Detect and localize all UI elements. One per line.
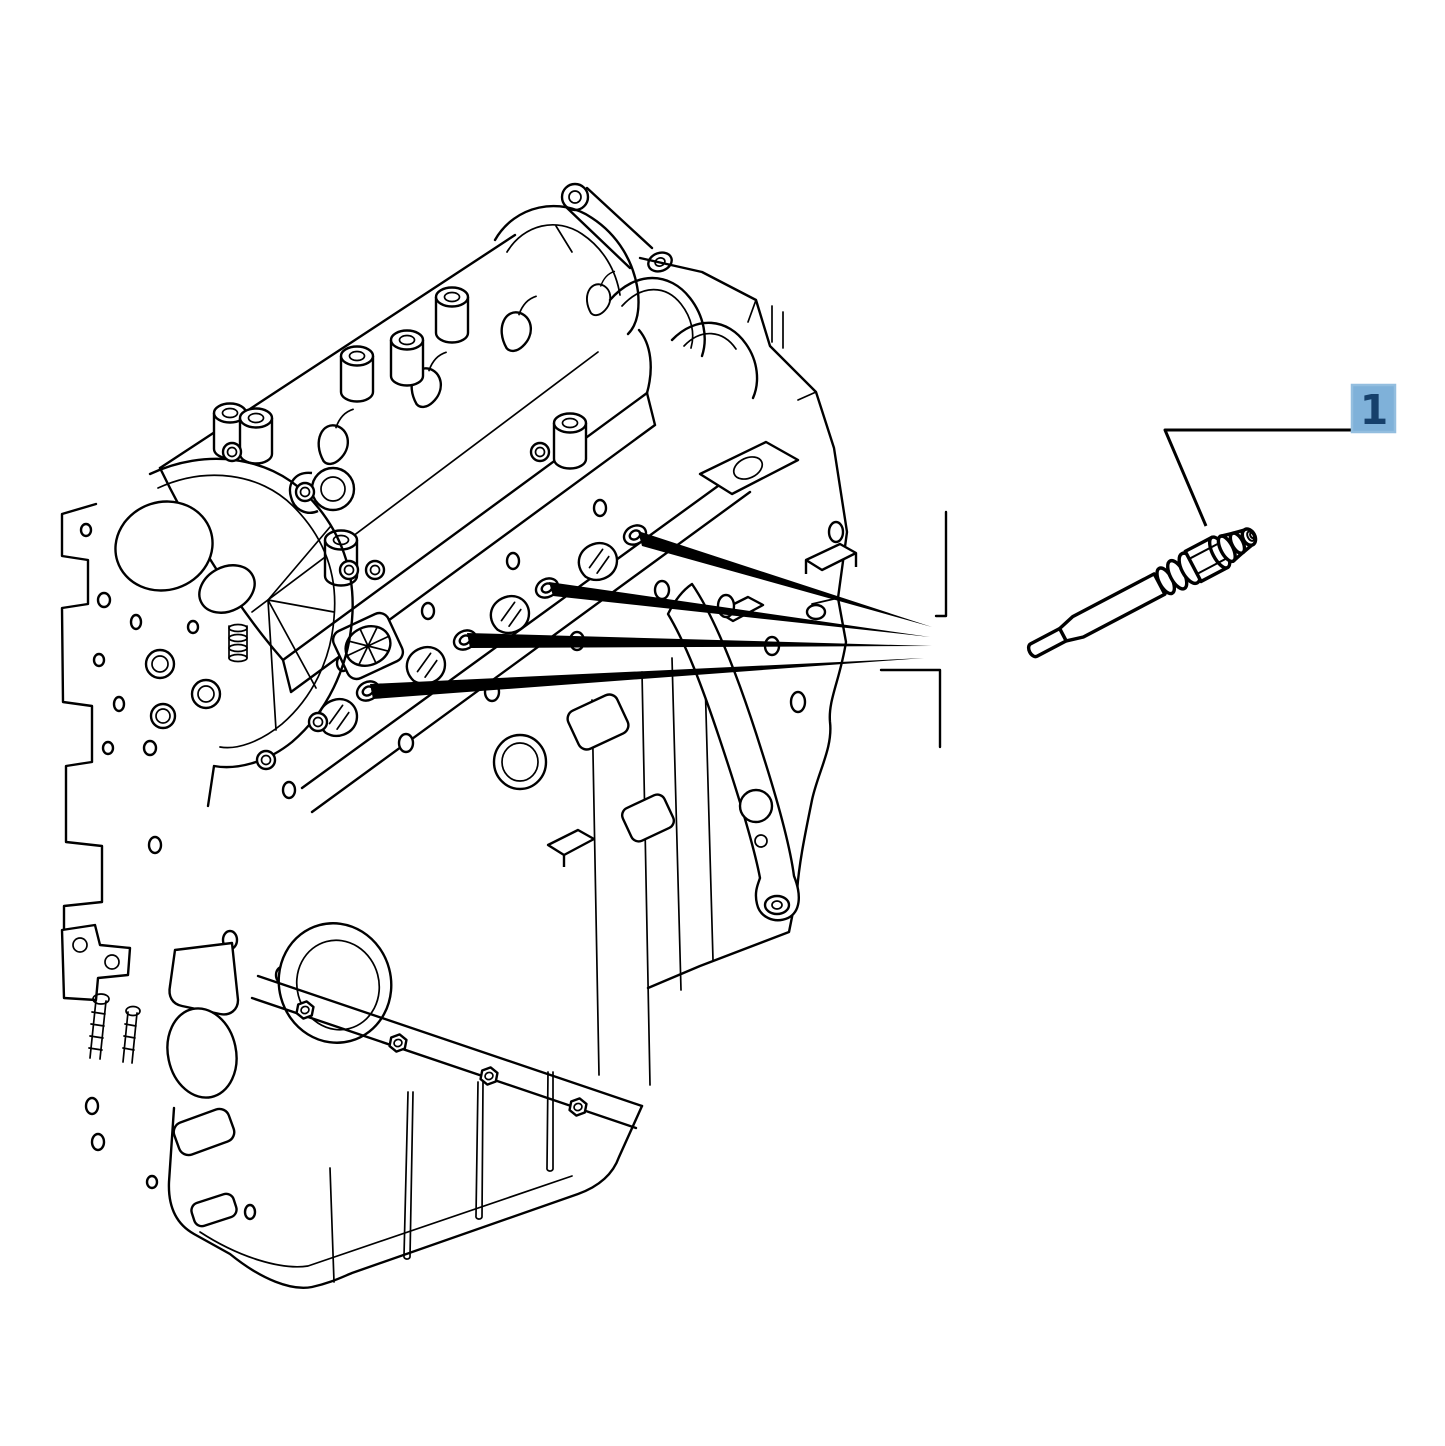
glow-plug-shaft bbox=[1058, 572, 1167, 643]
bolt-tower bbox=[339, 345, 375, 403]
engine-mount-bracket bbox=[666, 582, 800, 922]
cylinder-head bbox=[300, 440, 858, 814]
cover-rib-icon bbox=[312, 408, 363, 467]
callout-label: 1 bbox=[1360, 386, 1389, 434]
glow-plug-tip bbox=[1026, 626, 1068, 659]
hanging-studs bbox=[403, 1071, 554, 1260]
bolt-tower bbox=[238, 407, 274, 465]
cover-rib-icon bbox=[495, 295, 546, 354]
block-window bbox=[620, 793, 676, 843]
glow-plug-hex bbox=[1183, 535, 1232, 584]
mount-tab bbox=[60, 923, 132, 1002]
housing-eyelet bbox=[221, 441, 243, 463]
rail-bolt bbox=[476, 1064, 502, 1088]
head-port bbox=[484, 589, 536, 640]
glow-plug-illustration bbox=[1026, 527, 1258, 659]
oil-pan bbox=[167, 1104, 644, 1289]
valve-cover bbox=[158, 233, 657, 694]
pan-window bbox=[172, 1107, 236, 1157]
leader-line bbox=[467, 633, 932, 648]
callout-box[interactable] bbox=[1350, 383, 1397, 434]
front-face bbox=[60, 441, 393, 1221]
callout-line bbox=[1163, 428, 1352, 527]
head-port bbox=[572, 536, 624, 587]
engine-block bbox=[250, 582, 807, 1260]
oil-pan-rail bbox=[250, 974, 644, 1130]
reference-brackets bbox=[879, 510, 948, 749]
bolt-tower bbox=[434, 286, 470, 344]
bolt-tower bbox=[552, 412, 588, 470]
grouping-bracket-top bbox=[934, 510, 948, 618]
front-cover-plugs bbox=[144, 648, 222, 730]
block-window bbox=[566, 693, 630, 751]
rail-bolt bbox=[565, 1095, 591, 1119]
leader-line bbox=[370, 658, 924, 699]
intake-manifold bbox=[493, 204, 849, 990]
leader-line bbox=[549, 582, 930, 637]
glow-plug-terminal bbox=[1216, 527, 1258, 564]
valve-spring bbox=[228, 623, 248, 663]
flange-eyelet bbox=[529, 441, 551, 463]
housing-eyelet bbox=[294, 481, 316, 503]
pan-window bbox=[190, 1192, 238, 1228]
face-window bbox=[168, 941, 240, 1016]
callout: 1 bbox=[1163, 383, 1397, 527]
leader-line bbox=[638, 531, 932, 627]
bolt-tower bbox=[389, 329, 425, 387]
grouping-bracket-bottom bbox=[879, 668, 942, 749]
crankshaft-bore bbox=[277, 922, 393, 1044]
timing-cover-opening bbox=[114, 500, 214, 592]
housing-eyelet bbox=[307, 711, 329, 733]
engine-assembly-illustration bbox=[60, 182, 858, 1289]
glow-plug-thread-bands bbox=[1155, 551, 1202, 596]
flange-eyelet bbox=[364, 559, 386, 581]
stud-bolts bbox=[88, 993, 141, 1064]
leader-lines bbox=[370, 531, 932, 699]
housing-eyelet bbox=[255, 749, 277, 771]
crankshaft-seal bbox=[492, 733, 548, 791]
housing-eyelet bbox=[338, 559, 360, 581]
